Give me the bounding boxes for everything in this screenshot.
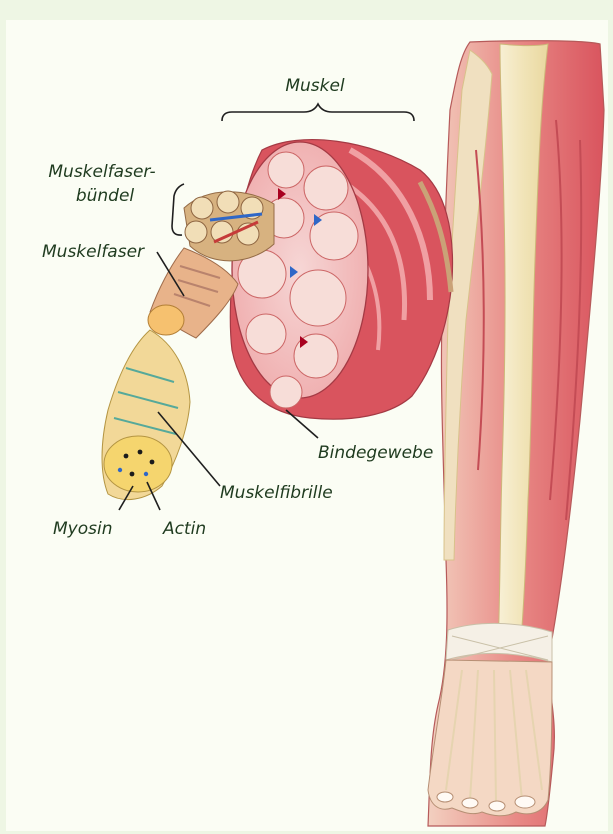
myofibril-end [104,436,172,492]
muscle-fiber-end [148,305,184,335]
myosin-dot-3 [150,460,155,465]
myosin-label: Myosin [53,520,112,540]
myosin-dot-2 [138,450,143,455]
toenail-3 [489,801,505,811]
leg-illustration [428,41,604,826]
bundle-fiber-2 [217,191,239,213]
fiber-bundle [184,191,274,261]
toenail-2 [462,798,478,808]
actin-dot-1 [144,472,148,476]
bundle-fiber-1 [191,197,213,219]
myosin-dot-1 [124,454,129,459]
connective-tissue-label: Bindegewebe [318,444,433,464]
fascicle-7 [246,314,286,354]
muscle-label: Muskel [285,77,345,97]
fiber-bundle-label-line-1: Muskelfaser- [43,163,161,183]
muscle-fiber-illustration [148,248,238,338]
fascicle-9 [270,376,302,408]
myofibril-illustration [102,330,190,500]
bundle-fiber-4 [185,221,207,243]
muscle-section [230,140,452,420]
muscle-brace [222,104,414,121]
toenail-4 [515,796,535,808]
myosin-dot-4 [130,472,135,477]
toenail-1 [437,792,453,802]
bundle-brace [172,184,184,235]
fascicle-2 [304,166,348,210]
fascicle-6 [290,270,346,326]
fiber-bundle-label-line-2: bündel [67,187,143,207]
fascicle-1 [268,152,304,188]
actin-dot-2 [118,468,122,472]
myofibril-label: Muskelfibrille [220,484,333,504]
muscle-fiber-label: Muskelfaser [42,243,144,263]
actin-label: Actin [163,520,206,540]
